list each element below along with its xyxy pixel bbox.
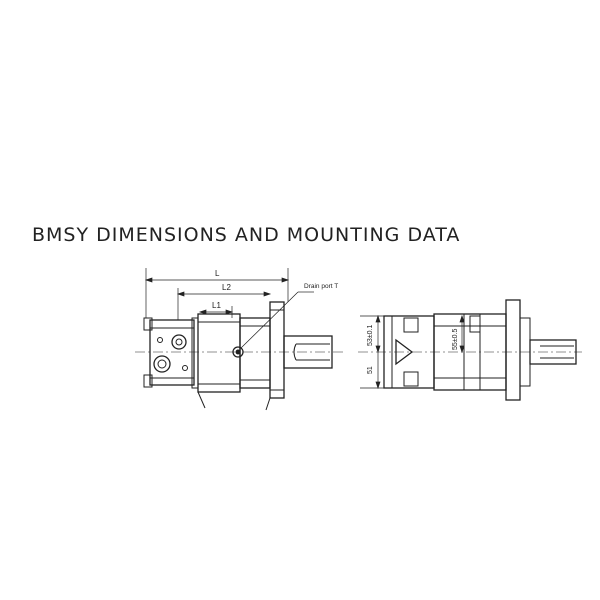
dim-label-l1: L1	[212, 301, 221, 310]
dimension-51	[360, 352, 384, 390]
page-title: BMSY DIMENSIONS AND MOUNTING DATA	[32, 224, 461, 246]
front-view	[358, 299, 582, 401]
dimension-l	[144, 268, 290, 318]
front-flange	[505, 299, 531, 401]
main-body	[197, 313, 271, 393]
output-shaft	[283, 335, 333, 369]
port-a-icon	[171, 334, 187, 350]
dim-label-l: L	[215, 269, 220, 278]
mounting-flange	[269, 301, 285, 399]
dim-label-51: 51	[367, 366, 374, 374]
port-b-icon	[153, 355, 171, 373]
dimension-55	[459, 314, 465, 354]
dimension-53	[360, 314, 384, 354]
rear-housing	[143, 317, 199, 389]
side-view	[135, 268, 345, 411]
dimension-l2	[176, 288, 272, 320]
dim-label-l2: L2	[222, 283, 231, 292]
dim-label-53: 53±0.1	[367, 325, 374, 346]
dimension-l1	[198, 306, 234, 318]
front-shaft	[529, 339, 577, 365]
drain-port-icon	[232, 346, 244, 358]
drain-port-label: Drain port T	[304, 283, 338, 290]
dim-label-55: 55±0.5	[452, 329, 459, 350]
port-circles	[153, 334, 188, 373]
drain-port-leader	[240, 291, 314, 349]
